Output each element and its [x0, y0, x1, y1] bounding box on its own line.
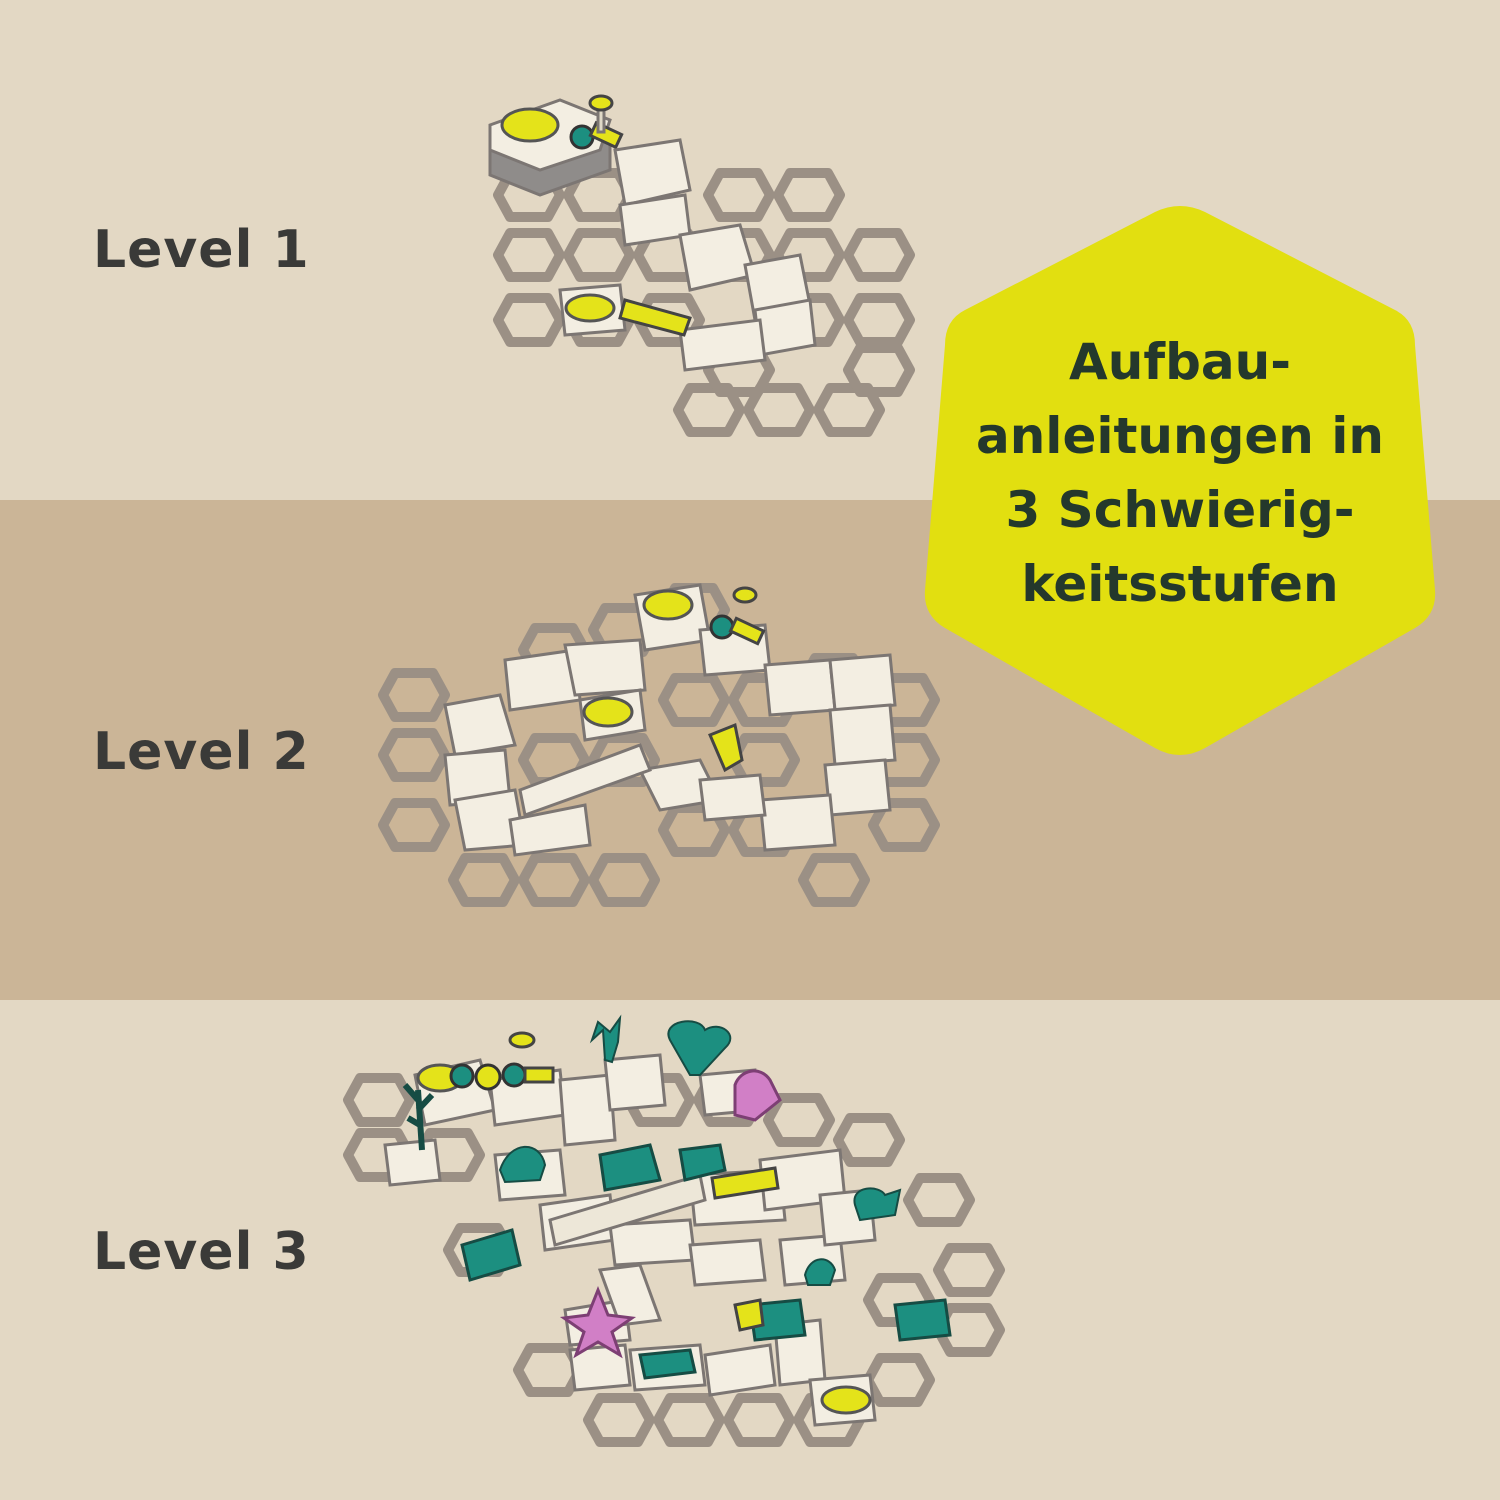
- level-2-label: Level 2: [93, 722, 310, 782]
- level-3-label: Level 3: [93, 1222, 310, 1282]
- level-2-track-icon: [383, 585, 935, 902]
- hexagon-badge-icon: [924, 206, 1436, 755]
- badge-line: keitsstufen: [1021, 555, 1339, 613]
- level-1-label: Level 1: [93, 220, 310, 280]
- badge-line: 3 Schwierig-: [1005, 481, 1355, 539]
- stacked-tile: [488, 94, 624, 197]
- plant-icon: [402, 1014, 902, 1286]
- level-1-track-icon: [488, 94, 910, 432]
- bird-icon: [733, 1069, 782, 1122]
- difficulty-badge-text: Aufbau- anleitungen in 3 Schwierig- keit…: [905, 325, 1455, 621]
- badge-line: anleitungen in: [975, 407, 1385, 465]
- badge-line: Aufbau-: [1069, 333, 1291, 391]
- level-3-track-icon: [348, 1014, 1000, 1442]
- starfish-icon: [559, 1285, 637, 1359]
